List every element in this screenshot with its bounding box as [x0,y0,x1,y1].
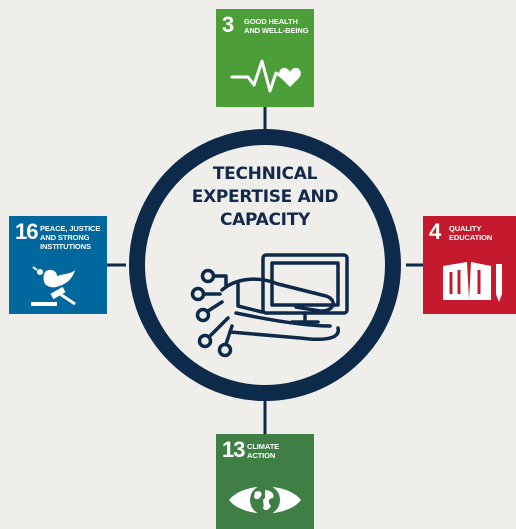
book-pencil-icon [443,262,502,302]
sdg-tile-peace-justice[interactable]: 16 PEACE, JUSTICE AND STRONG INSTITUTION… [9,216,107,314]
hand-computer-circuit-icon [190,253,349,358]
goal-label: QUALITY EDUCATION [449,224,493,242]
earth-eye-icon [229,485,301,515]
goal-number: 4 [429,219,441,244]
sdg-tile-climate-action[interactable]: 13 CLIMATE ACTION [216,434,314,529]
center-title: TECHNICAL EXPERTISE AND CAPACITY [191,164,339,230]
goal-label: PEACE, JUSTICE AND STRONG INSTITUTIONS [40,224,101,251]
goal-number: 16 [15,219,39,244]
goal-number: 13 [222,437,246,462]
goal-label: CLIMATE ACTION [247,442,280,460]
heartbeat-icon [230,59,301,93]
center-ring [129,129,401,401]
sdg-tile-quality-education[interactable]: 4 QUALITY EDUCATION [423,216,516,314]
goal-label: GOOD HEALTH AND WELL-BEING [244,17,309,35]
goal-number: 3 [222,12,234,37]
dove-gavel-icon [31,266,76,306]
sdg-tile-good-health[interactable]: 3 GOOD HEALTH AND WELL-BEING [216,9,314,107]
